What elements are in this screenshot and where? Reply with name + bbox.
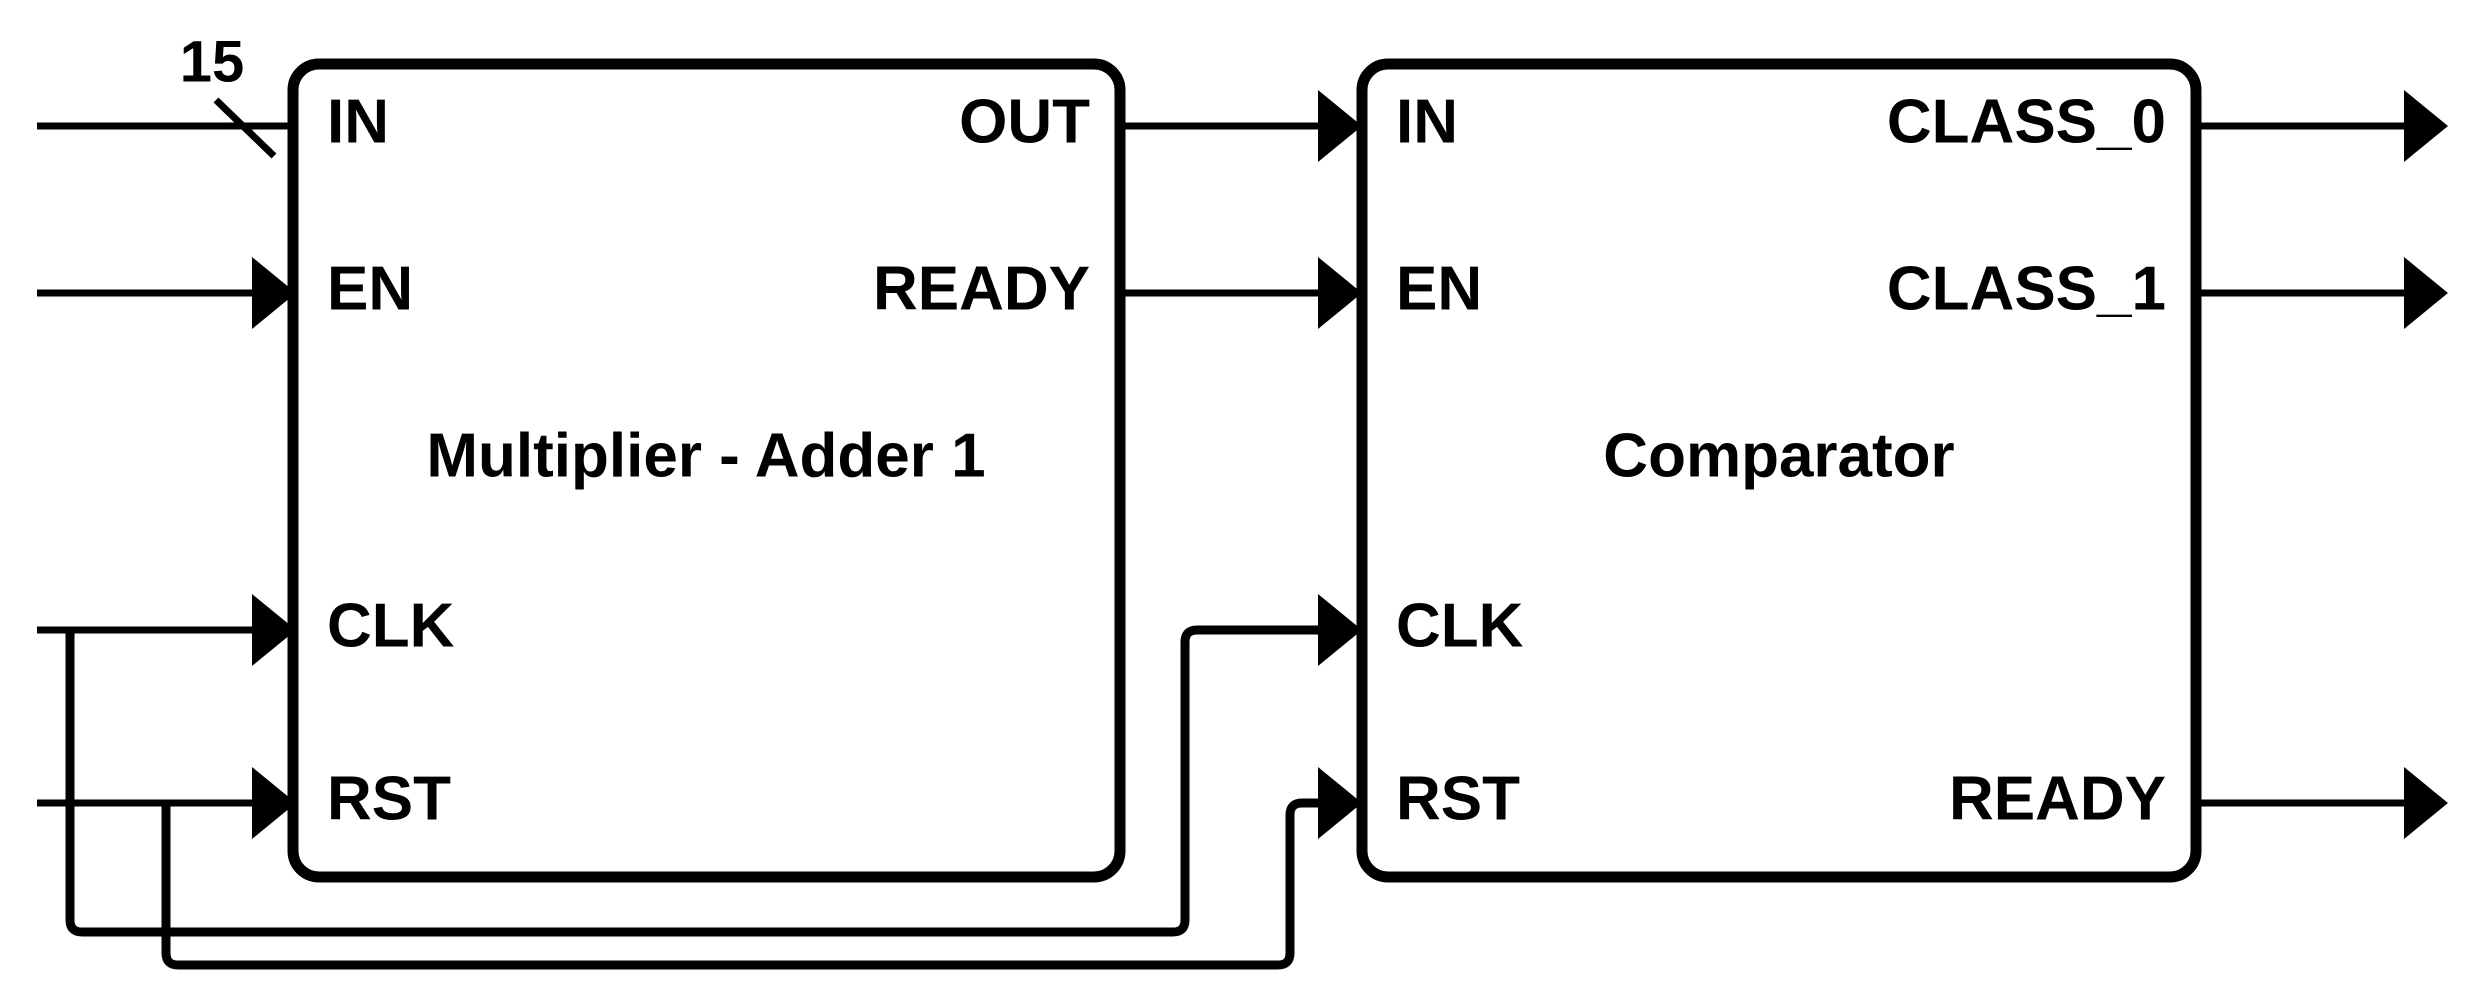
block2-port-class1-label: CLASS_1	[1887, 254, 2166, 323]
arrowhead-icon	[1318, 767, 1362, 839]
arrowhead-icon	[252, 257, 296, 329]
block1-port-out-label: OUT	[959, 87, 1090, 156]
arrowhead-icon	[1318, 594, 1362, 666]
arrowhead-icon	[1318, 90, 1362, 162]
block2-port-class0-label: CLASS_0	[1887, 87, 2166, 156]
arrowhead-icon	[2404, 767, 2448, 839]
block2-port-ready-label: READY	[1949, 764, 2166, 833]
wire-external-rst	[37, 767, 1362, 970]
block-comparator-outline	[1356, 58, 2202, 883]
block-comparator[interactable]: IN EN CLK RST CLASS_0 CLASS_1 READY Comp…	[1356, 58, 2202, 883]
wire-class1-out	[2196, 257, 2448, 329]
arrowhead-icon	[252, 767, 296, 839]
wire-ready-out	[2196, 767, 2448, 839]
wire-out-to-in	[1120, 90, 1362, 162]
wire-external-en	[37, 257, 296, 329]
block1-port-en-label: EN	[327, 254, 413, 323]
block2-port-clk-label: CLK	[1396, 591, 1524, 660]
block2-port-rst-label: RST	[1396, 764, 1520, 833]
block2-port-en-label: EN	[1396, 254, 1482, 323]
arrowhead-icon	[2404, 257, 2448, 329]
wire-ready-to-en	[1120, 257, 1362, 329]
block1-port-rst-label: RST	[327, 764, 451, 833]
block-multiplier-adder-1[interactable]: IN EN CLK RST OUT READY Multiplier - Add…	[287, 58, 1126, 883]
wire-class0-out	[2196, 90, 2448, 162]
block1-title: Multiplier - Adder 1	[426, 421, 985, 490]
arrowhead-icon	[2404, 90, 2448, 162]
block1-port-in-label: IN	[327, 87, 389, 156]
block1-port-ready-label: READY	[873, 254, 1090, 323]
arrowhead-icon	[252, 594, 296, 666]
block1-port-clk-label: CLK	[327, 591, 455, 660]
arrowhead-icon	[1318, 257, 1362, 329]
bus-slash-icon	[213, 97, 277, 159]
block2-port-in-label: IN	[1396, 87, 1458, 156]
block2-title: Comparator	[1603, 421, 1954, 490]
wire-external-clk	[37, 594, 1362, 937]
block-multiplier-adder-1-outline	[287, 58, 1126, 883]
bus-width-label: 15	[180, 29, 245, 94]
